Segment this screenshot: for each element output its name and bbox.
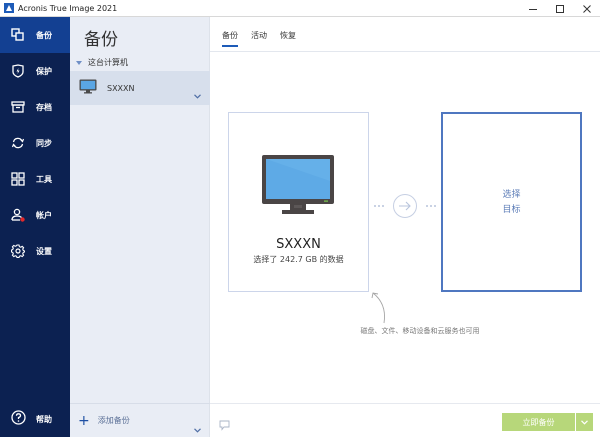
- sidebar-item-label: 保护: [36, 66, 52, 76]
- sidebar-item-sync[interactable]: 同步: [0, 125, 70, 161]
- chevron-down-icon[interactable]: [194, 418, 201, 437]
- backup-icon: [11, 28, 25, 42]
- section-label: 这台计算机: [88, 58, 128, 67]
- sync-icon: [11, 136, 25, 150]
- sidebar-item-settings[interactable]: 设置: [0, 233, 70, 269]
- computer-icon: [262, 155, 334, 221]
- sidebar-item-backup[interactable]: 备份: [0, 17, 70, 53]
- sidebar-item-protect[interactable]: 保护: [0, 53, 70, 89]
- backup-source-card[interactable]: SXXXN 选择了 242.7 GB 的数据: [228, 112, 369, 292]
- title-bar: Acronis True Image 2021: [0, 0, 600, 17]
- source-name: SXXXN: [276, 237, 321, 252]
- plus-icon: +: [78, 412, 90, 429]
- sidebar-item-label: 工具: [36, 174, 52, 184]
- add-backup-button[interactable]: + 添加备份: [70, 403, 210, 437]
- backup-list-panel: 备份 这台计算机 SXXXN + 添加备份: [70, 17, 210, 437]
- destination-line-1: 选择: [502, 190, 521, 200]
- collapse-triangle-icon: [76, 60, 82, 65]
- add-backup-label: 添加备份: [97, 416, 130, 425]
- source-size: 选择了 242.7 GB 的数据: [253, 255, 344, 264]
- sidebar-item-help[interactable]: 帮助: [0, 401, 70, 437]
- sidebar: 备份 保护 存档 同步 工具 帐户 设置: [0, 17, 70, 437]
- archive-icon: [11, 100, 25, 114]
- source-to-destination-connector: [374, 193, 436, 219]
- sidebar-item-tools[interactable]: 工具: [0, 161, 70, 197]
- sidebar-item-label: 帐户: [36, 210, 52, 220]
- account-icon: [11, 208, 25, 222]
- curved-arrow-icon: [370, 290, 390, 328]
- window-title: Acronis True Image 2021: [18, 3, 118, 13]
- backup-options-dropdown[interactable]: [576, 413, 593, 431]
- close-button[interactable]: [573, 0, 600, 17]
- sidebar-item-account[interactable]: 帐户: [0, 197, 70, 233]
- shield-icon: [11, 64, 25, 78]
- backup-list-item[interactable]: SXXXN: [70, 71, 210, 105]
- chevron-down-icon: [581, 419, 588, 425]
- acronis-logo-icon: [4, 3, 14, 13]
- tab-backup[interactable]: 备份: [222, 31, 238, 47]
- tab-activity[interactable]: 活动: [251, 31, 267, 40]
- destination-line-2: 目标: [502, 205, 521, 215]
- help-icon: [11, 409, 26, 429]
- tab-bar: 备份 活动 恢复: [210, 17, 600, 52]
- dots-right: [426, 205, 436, 207]
- maximize-icon: [555, 4, 564, 13]
- backup-now-button[interactable]: 立即备份: [502, 413, 575, 431]
- chevron-down-icon[interactable]: [194, 84, 201, 103]
- sidebar-item-label: 备份: [36, 30, 52, 40]
- sidebar-item-label: 设置: [36, 246, 52, 256]
- sidebar-item-archive[interactable]: 存档: [0, 89, 70, 125]
- tools-grid-icon: [11, 172, 25, 186]
- sidebar-item-label: 同步: [36, 138, 52, 148]
- dots-left: [374, 205, 384, 207]
- maximize-button[interactable]: [546, 0, 573, 17]
- section-this-computer[interactable]: 这台计算机: [76, 57, 128, 68]
- computer-icon: [79, 79, 97, 98]
- arrow-right-icon: [393, 194, 417, 218]
- main-footer: 立即备份: [210, 403, 600, 437]
- tab-recovery[interactable]: 恢复: [280, 31, 296, 40]
- gear-icon: [11, 244, 25, 258]
- minimize-icon: [528, 8, 537, 10]
- chat-feedback-icon[interactable]: [219, 416, 230, 435]
- help-label: 帮助: [36, 414, 52, 424]
- backup-item-name: SXXXN: [107, 83, 135, 93]
- other-sources-hint: 磁盘、文件、移动设备和云服务也可用: [360, 327, 480, 335]
- panel-title: 备份: [84, 30, 118, 50]
- select-destination-card[interactable]: 选择 目标: [441, 112, 582, 292]
- close-icon: [582, 4, 591, 13]
- sidebar-item-label: 存档: [36, 102, 52, 112]
- main-content: 备份 活动 恢复 SXXXN 选择了 242.7 GB 的数据 选择: [210, 17, 600, 437]
- minimize-button[interactable]: [519, 0, 546, 17]
